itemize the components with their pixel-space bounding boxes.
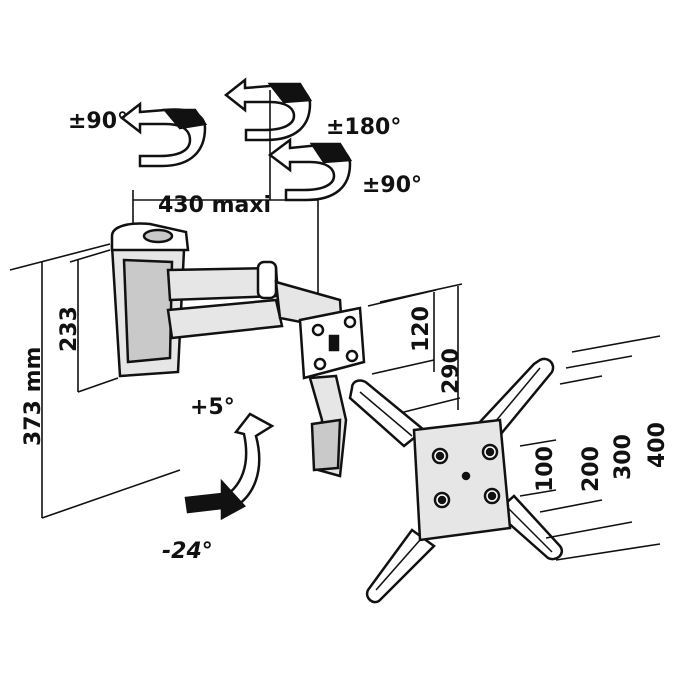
tilt-plate	[298, 306, 366, 478]
swivel-arm-arrow	[223, 77, 313, 142]
swivel-screen-label: ±90°	[362, 173, 422, 198]
vesa-size-200: 200	[579, 446, 604, 492]
max-depth-label: 290	[439, 348, 464, 394]
swivel-wall-arrow	[119, 101, 208, 168]
swivel-screen-arrow	[267, 137, 353, 202]
swivel-wall-label: ±90°	[68, 109, 128, 134]
vesa-size-300: 300	[611, 434, 636, 480]
depth-dimensions	[367, 283, 463, 415]
vesa-size-400: 400	[645, 422, 670, 468]
vesa-dimension-lines	[519, 335, 661, 561]
swivel-arm-label: ±180°	[326, 115, 401, 140]
arm-extension-label: 430 maxi	[158, 193, 271, 218]
tilt-down-label: -24°	[162, 539, 213, 564]
plate-depth-label: 120	[409, 306, 434, 352]
tilt-arrow	[184, 412, 275, 521]
wall-bracket	[110, 222, 190, 378]
bracket-height-label: 233	[57, 306, 82, 352]
vesa-plate	[348, 357, 564, 604]
tilt-up-label: +5°	[190, 395, 235, 420]
total-height-label: 373 mm	[21, 347, 46, 446]
vesa-size-100: 100	[533, 446, 558, 492]
height-dimensions	[9, 243, 181, 519]
